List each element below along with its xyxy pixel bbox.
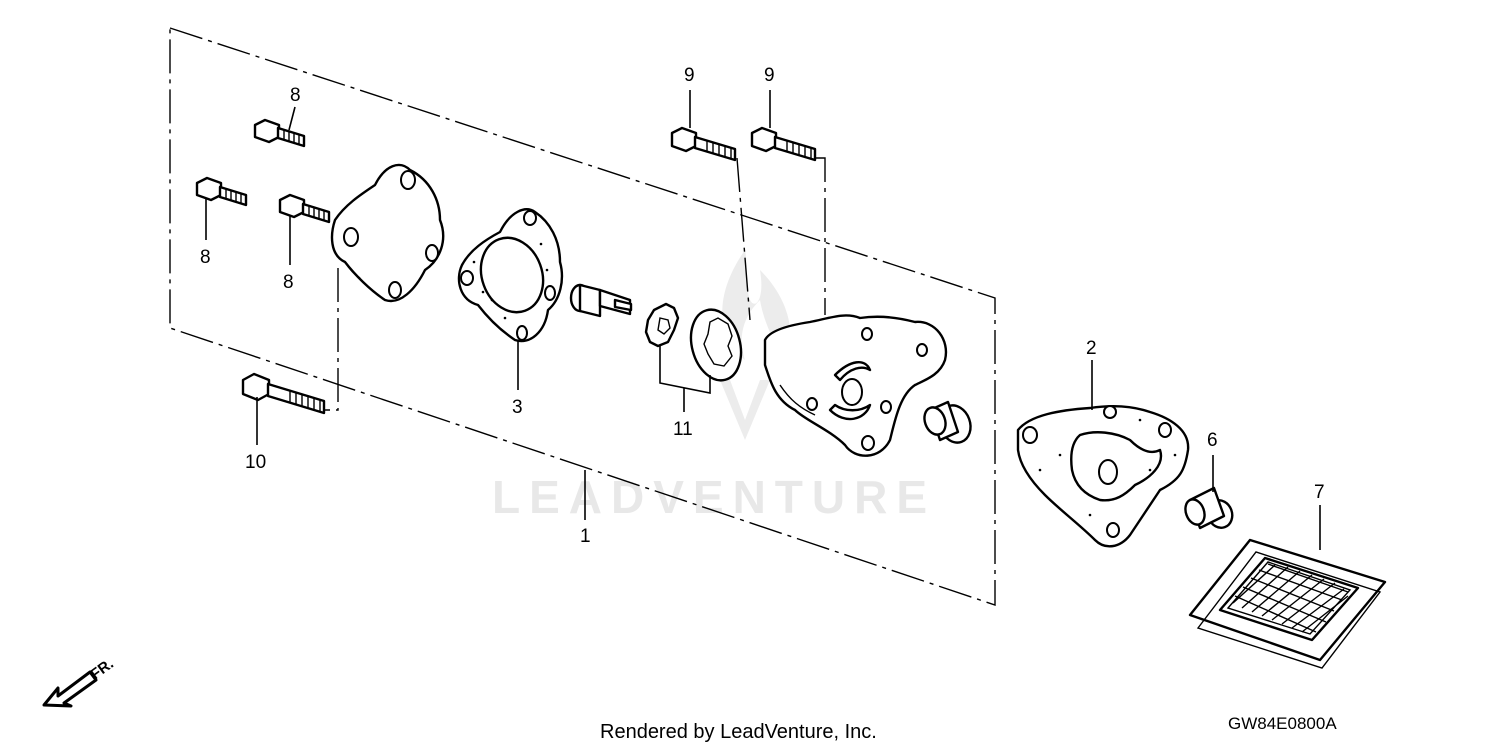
watermark-text: LEADVENTURE [492,471,936,523]
callout-8-left: 8 [200,247,211,268]
pump-shaft [569,283,633,318]
collar-6 [1184,486,1234,530]
callout-11: 11 [673,419,693,440]
inner-rotor [644,302,680,348]
callout-2: 2 [1086,338,1097,359]
callout-6: 6 [1207,430,1218,451]
dowel-collar [923,400,972,444]
gasket-3 [457,208,564,343]
bolt-9-left [670,126,737,162]
bolt-8-middle [278,193,331,224]
screen-mesh [1232,563,1349,633]
callout-9-right: 9 [764,65,775,86]
watermark: LEADVENTURE [492,250,936,523]
diagram-code: GW84E0800A [1228,714,1337,733]
bolt-10 [241,372,326,415]
direction-arrow-icon [42,670,98,708]
callout-9-left: 9 [684,65,695,86]
bolt-9-right [750,126,817,162]
callout-8-middle: 8 [283,272,294,293]
front-direction-indicator: FR. [42,655,117,708]
callout-8-top: 8 [290,85,301,106]
callout-7: 7 [1314,482,1325,503]
leader-lines [205,90,1321,550]
oil-screen-7 [1188,538,1387,669]
callouts: 8 8 8 10 3 11 1 9 9 2 6 7 [200,65,1325,547]
pump-body [763,314,948,457]
callout-10: 10 [245,452,266,473]
pump-cover [330,163,445,303]
outer-rotor [689,308,743,382]
watermark-flame-logo [720,250,791,440]
bolt-8-left [195,176,248,207]
assembly-outline [169,27,996,606]
bolt-8-top [253,118,306,148]
render-credit: Rendered by LeadVenture, Inc. [600,721,877,743]
callout-1: 1 [580,526,591,547]
gasket-2 [1016,404,1190,548]
callout-3: 3 [512,397,523,418]
